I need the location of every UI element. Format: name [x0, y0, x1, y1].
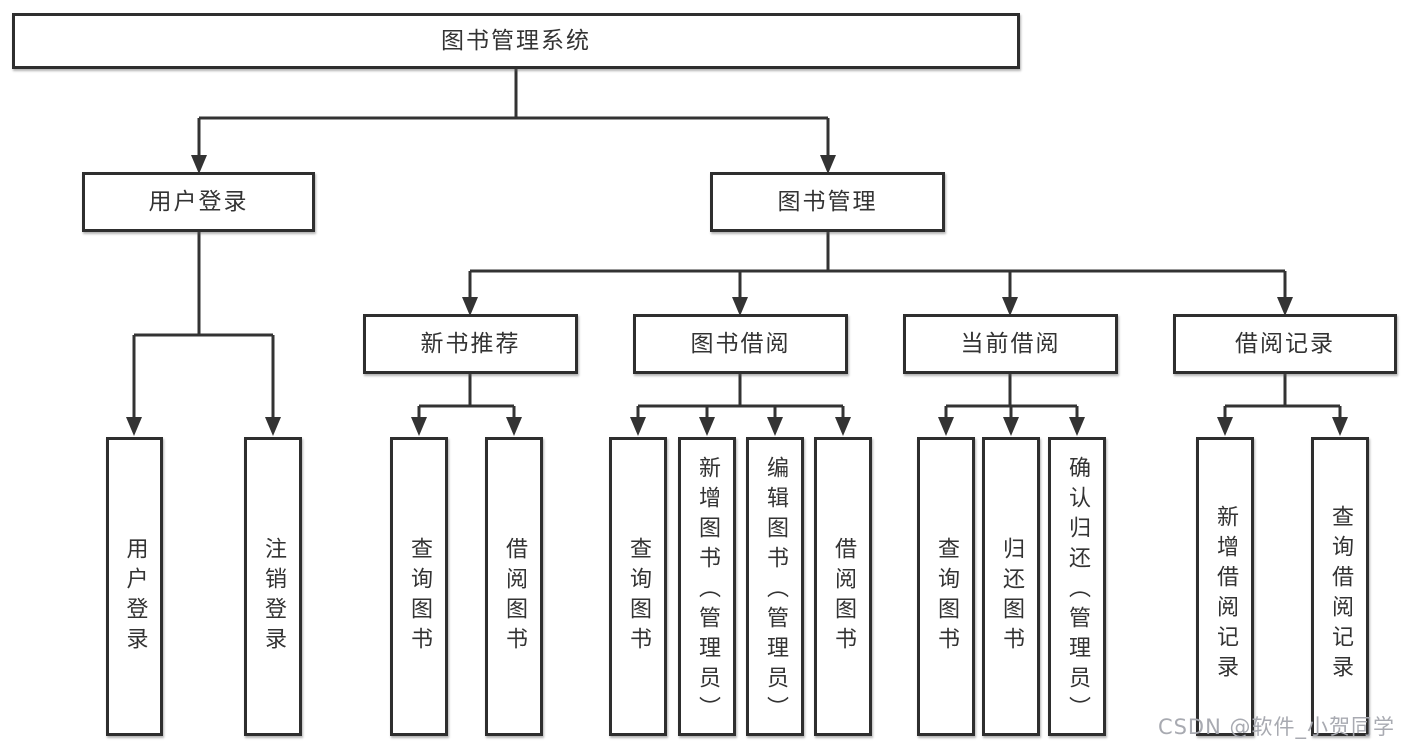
node-current-borrowing: 当前借阅	[903, 314, 1118, 374]
node-library-management-system: 图书管理系统	[12, 13, 1020, 69]
node-borrowing-records: 借阅记录	[1173, 314, 1397, 374]
node-label: 借阅图书	[831, 536, 856, 657]
node-label: 注销登录	[261, 536, 286, 657]
node-leaf-edit-books-admin: 编辑图书（管理员）	[746, 437, 804, 736]
node-label: 图书借阅	[690, 330, 791, 357]
node-label: 新增借阅记录	[1213, 505, 1238, 685]
arrowheads	[126, 155, 1348, 436]
node-leaf-confirm-return-admin: 确认归还（管理员）	[1048, 437, 1106, 736]
node-leaf-borrow-books: 借阅图书	[485, 437, 543, 736]
node-leaf-query-borrow-record: 查询借阅记录	[1311, 437, 1369, 736]
node-leaf-query-books: 查询图书	[390, 437, 448, 736]
node-label: 新书推荐	[420, 330, 521, 357]
node-leaf-logout-login: 注销登录	[244, 437, 302, 736]
node-label: 图书管理	[777, 188, 878, 215]
node-label: 新增图书（管理员）	[695, 455, 720, 726]
node-label: 查询图书	[934, 536, 959, 657]
tree-edges	[132, 69, 1342, 419]
node-book-borrowing: 图书借阅	[633, 314, 848, 374]
node-leaf-query-books: 查询图书	[609, 437, 667, 736]
node-leaf-user-login: 用户登录	[106, 437, 163, 736]
node-label: 用户登录	[122, 536, 148, 657]
node-label: 查询借阅记录	[1328, 505, 1353, 685]
node-label: 当前借阅	[960, 330, 1061, 357]
node-label: 编辑图书（管理员）	[763, 455, 788, 726]
node-user-login: 用户登录	[82, 172, 315, 232]
node-leaf-borrow-books: 借阅图书	[814, 437, 872, 736]
node-leaf-add-borrow-record: 新增借阅记录	[1196, 437, 1254, 736]
node-leaf-add-books-admin: 新增图书（管理员）	[678, 437, 736, 736]
node-label: 查询图书	[626, 536, 651, 657]
node-label: 查询图书	[407, 536, 432, 657]
csdn-watermark: CSDN @软件_小贺同学	[1157, 715, 1395, 739]
node-label: 借阅图书	[502, 536, 527, 657]
node-label: 确认归还（管理员）	[1065, 455, 1090, 726]
node-label: 归还图书	[999, 536, 1024, 657]
node-book-management: 图书管理	[710, 172, 945, 232]
node-leaf-query-books: 查询图书	[917, 437, 975, 736]
node-label: 用户登录	[148, 188, 249, 215]
node-label: 借阅记录	[1235, 330, 1335, 357]
node-label: 图书管理系统	[441, 27, 591, 54]
node-leaf-return-books: 归还图书	[982, 437, 1040, 736]
node-new-book-recommendation: 新书推荐	[363, 314, 578, 374]
